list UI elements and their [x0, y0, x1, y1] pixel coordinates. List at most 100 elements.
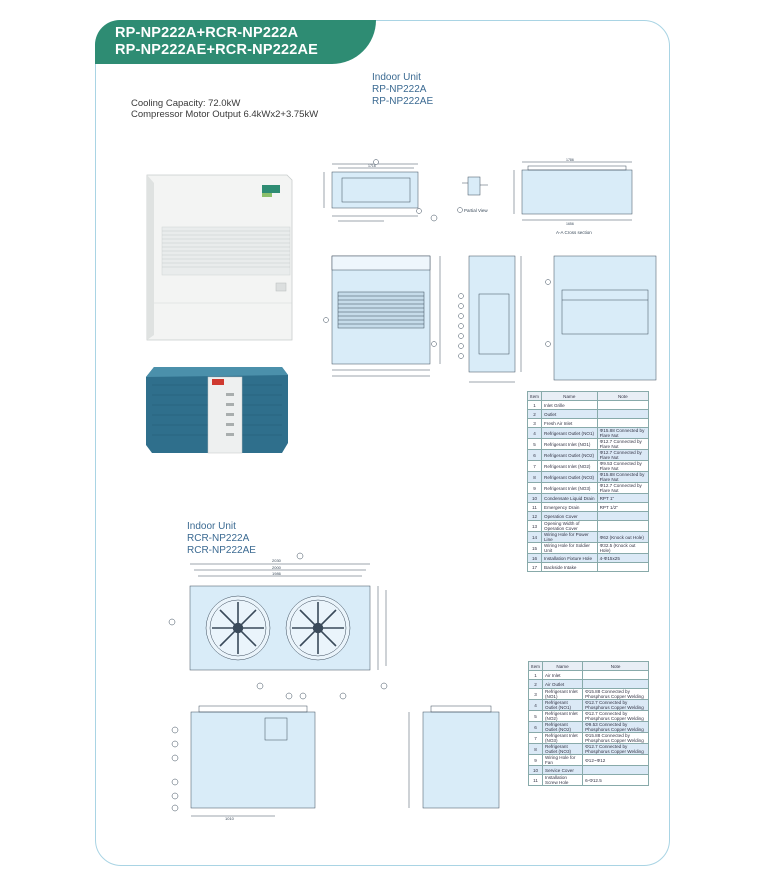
note-cell	[582, 670, 649, 680]
item-cell: 7	[527, 460, 542, 472]
item-cell: 12	[527, 511, 542, 521]
item-cell: 4	[528, 699, 543, 711]
title-line-2: RP-NP222AE+RCR-NP222AE	[115, 42, 319, 58]
note-cell: Φ9.53 Connected by Phosphorus Copper Wel…	[582, 721, 649, 733]
indoor-model-2: RP-NP222AE	[372, 96, 434, 107]
indoor-model-1: RP-NP222A	[372, 84, 427, 95]
dim-2030: 2030	[272, 558, 282, 563]
name-cell: Operation Cover	[541, 511, 598, 521]
outdoor-model-1: RCR-NP222A	[187, 533, 250, 544]
note-cell	[596, 562, 650, 572]
note-cell: Φ12.7 Connected by Phosphorus Copper Wel…	[582, 743, 649, 755]
name-cell: Refrigerant Outlet (NO1)	[541, 699, 584, 711]
table-header: Name	[541, 661, 584, 671]
note-cell: Φ12~Φ12	[582, 754, 649, 766]
item-cell: 5	[527, 438, 542, 450]
item-cell: 14	[527, 531, 542, 543]
item-cell: 16	[527, 553, 542, 563]
outdoor-front-elevation: 1010	[171, 692, 347, 821]
name-cell: Condensate Liquid Drain	[541, 493, 598, 503]
name-cell: Refrigerant Outlet (NO3)	[541, 471, 598, 483]
note-cell	[596, 511, 650, 521]
dim-1010: 1010	[225, 816, 235, 821]
item-cell: 8	[528, 743, 543, 755]
item-cell: 10	[528, 765, 543, 775]
item-cell: 6	[527, 449, 542, 461]
item-cell: 7	[528, 732, 543, 744]
name-cell: Refrigerant Outlet (NO2)	[541, 449, 598, 461]
table-header: Note	[582, 661, 649, 671]
indoor-front-elevation	[323, 255, 441, 377]
dim-1986: 1986	[272, 571, 282, 576]
name-cell: Inlet Grille	[541, 400, 598, 410]
item-cell: 17	[527, 562, 542, 572]
name-cell: Emergency Drain	[541, 502, 598, 512]
name-cell: Refrigerant Inlet (NO1)	[541, 438, 598, 450]
note-cell: Φ15.88 Connected by Phosphorus Copper We…	[582, 688, 649, 700]
dim-1786: 1786	[566, 158, 574, 162]
table-header: Item	[528, 661, 543, 671]
note-cell: Φ15.88 Connected by Phosphorus Copper We…	[582, 732, 649, 744]
item-cell: 2	[528, 679, 543, 689]
name-cell: Fresh Air Inlet	[541, 418, 598, 428]
name-cell: Air Outlet	[541, 679, 584, 689]
name-cell: Installation Screw Hole	[541, 774, 584, 786]
note-cell: Φ62 (Knock out Hole)	[596, 531, 650, 543]
item-cell: 8	[527, 471, 542, 483]
note-cell	[596, 409, 650, 419]
item-cell: 1	[527, 400, 542, 410]
note-cell: Φ12.7 Connected by Phosphorus Copper Wel…	[582, 710, 649, 722]
name-cell: Refrigerant Inlet (NO2)	[541, 710, 584, 722]
item-cell: 5	[528, 710, 543, 722]
note-cell	[582, 679, 649, 689]
note-cell	[596, 520, 650, 532]
item-cell: 11	[527, 502, 542, 512]
outdoor-heading: Indoor Unit	[187, 521, 236, 532]
name-cell: Refrigerant Inlet (NO3)	[541, 482, 598, 494]
dim-1716: 1716	[368, 164, 376, 168]
item-cell: 10	[527, 493, 542, 503]
note-cell: Φ12.7 Connected by Flare Nut	[596, 449, 650, 461]
outdoor-model-2: RCR-NP222AE	[187, 545, 256, 556]
note-cell	[582, 765, 649, 775]
note-cell: RPT 1"	[596, 493, 650, 503]
title-tab	[95, 20, 376, 64]
note-cell: RPT 1/2"	[596, 502, 650, 512]
note-cell	[596, 418, 650, 428]
motor-output: Compressor Motor Output 6.4kWx2+3.75kW	[131, 109, 319, 120]
item-cell: 3	[528, 688, 543, 700]
name-cell: Refrigerant Outlet (NO1)	[541, 427, 598, 439]
outdoor-top-view-drawing: 2030 2000 1986	[168, 552, 388, 690]
name-cell: Service Cover	[541, 765, 584, 775]
item-cell: 9	[528, 754, 543, 766]
note-cell: Φ9.53 Connected by Flare Nut	[596, 460, 650, 472]
name-cell: Refrigerant Outlet (NO2)	[541, 721, 584, 733]
partial-view-label: Partial View	[464, 208, 488, 213]
note-cell	[596, 400, 650, 410]
name-cell: Outlet	[541, 409, 598, 419]
name-cell: Wiring Hole for Soldier Unit	[541, 542, 598, 554]
